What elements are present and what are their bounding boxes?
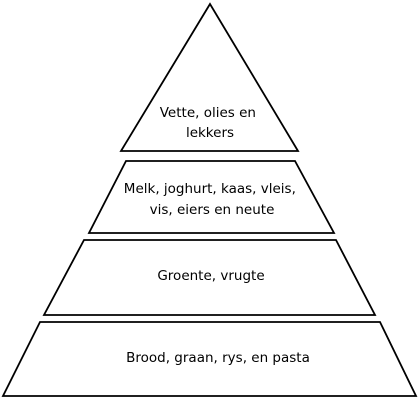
tier-base-label-line-1: Brood, graan, rys, en pasta [126,350,310,366]
tier-third-label: Groente, vrugte [157,268,264,284]
tier-top-label: Vette, olies en lekkers [160,105,261,141]
tier-second-label-line-1: Melk, joghurt, kaas, vleis, [124,181,296,197]
tier-base-label: Brood, graan, rys, en pasta [126,350,310,366]
tier-second-shape [87,160,336,234]
tier-second-label: Melk, joghurt, kaas, vleis, vis, eiers e… [124,181,300,218]
tier-third-label-line-1: Groente, vrugte [157,268,264,284]
tier-second-label-line-2: vis, eiers en neute [150,202,275,218]
tier-third-shape [42,239,377,316]
tier-grains: Brood, graan, rys, en pasta [1,321,418,397]
tier-base-shape [1,321,418,397]
tier-top-shape [119,2,300,152]
tier-top-label-line-2: lekkers [186,125,234,141]
tier-top-label-line-1: Vette, olies en [160,105,256,121]
tier-vegetables-fruit: Groente, vrugte [42,239,377,316]
tier-dairy-protein: Melk, joghurt, kaas, vleis, vis, eiers e… [87,160,336,234]
tier-fats-oils-sweets: Vette, olies en lekkers [119,2,300,152]
